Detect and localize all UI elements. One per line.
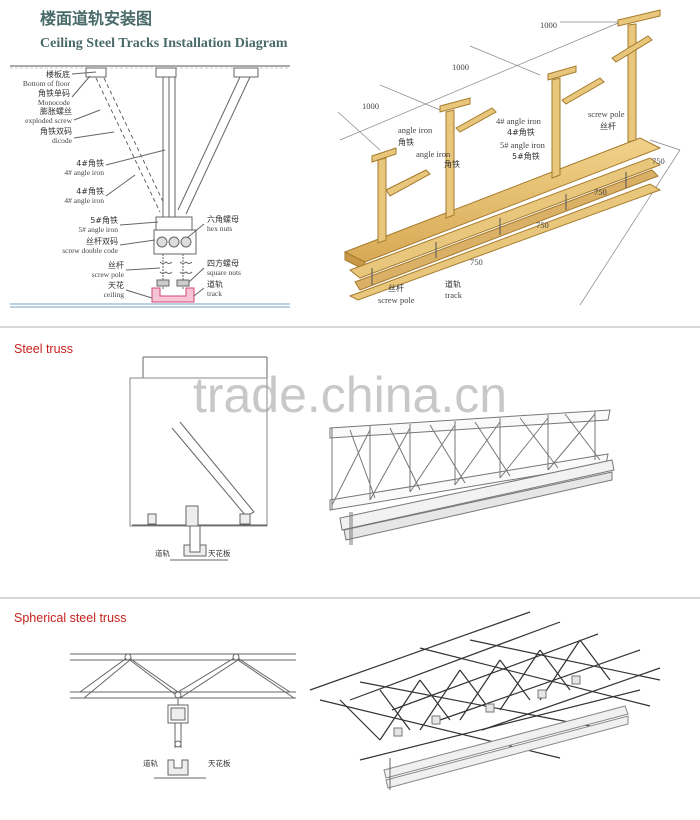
label-4angle-b-zh: 4#角铁 [76, 186, 104, 196]
dim-bottom-1: 750 [652, 156, 665, 166]
iso-angle-iron-1-en: angle iron [398, 125, 433, 135]
section-title-spherical: Spherical steel truss [14, 611, 127, 625]
header-title-zh: 楼面道轨安装图 [40, 9, 152, 28]
label-screw-pole-zh: 丝杆 [108, 260, 124, 270]
iso-track-zh: 道轨 [445, 279, 461, 289]
label-ceiling-en: ceiling [104, 290, 125, 299]
label-floor-en: Bottom of floor [23, 79, 71, 88]
iso-screw-pole-top-en: screw pole [588, 109, 625, 119]
section-title-steel-truss: Steel truss [14, 342, 73, 356]
iso-angle5-zh: 5#角铁 [512, 151, 540, 161]
spherical-truss-perspective [309, 611, 661, 761]
dim-top-2: 1000 [452, 62, 469, 72]
dim-top-1: 1000 [540, 20, 557, 30]
iso-labels: angle iron 角铁 angle iron 角铁 4# angle iro… [378, 109, 625, 305]
iso-screw-pole-top-zh: 丝杆 [600, 121, 616, 131]
label-screw-double-zh: 丝杆双码 [86, 236, 118, 246]
iso-dims: 1000 1000 1000 750 750 750 750 [362, 20, 665, 267]
steel-truss-track-zh: 道轨 [155, 548, 170, 558]
label-track-en: track [207, 289, 222, 298]
label-square-nuts-en: square nuts [207, 268, 241, 277]
label-screw-double-en: screw double code [62, 246, 118, 255]
label-ceiling-zh: 天花 [108, 280, 124, 290]
iso-angle5-en: 5# angle iron [500, 140, 546, 150]
label-5angle-en: 5# angle iron [78, 225, 118, 234]
label-hex-nuts-zh: 六角螺母 [207, 214, 239, 224]
steel-truss-section-drawing [129, 356, 268, 561]
left-section-diagram [10, 65, 290, 308]
iso-angle4-zh: 4#角铁 [507, 127, 535, 137]
iso-angle-iron-1-zh: 角铁 [398, 137, 414, 147]
label-dicode-en: dicode [52, 136, 73, 145]
label-exploded-screw-zh: 膨胀螺丝 [40, 106, 72, 116]
label-hex-nuts-en: hex nuts [207, 224, 232, 233]
dim-bottom-4: 750 [470, 257, 483, 267]
iso-angle-iron-2-en: angle iron [416, 149, 451, 159]
label-4angle-a-zh: 4#角铁 [76, 158, 104, 168]
label-track-zh: 道轨 [207, 279, 223, 289]
left-labels: 楼板底 Bottom of floor 角铁单码 Monocode 膨胀螺丝 e… [23, 69, 241, 299]
label-dicode-zh: 角铁双码 [40, 126, 72, 136]
iso-screw-pole-bottom-zh: 丝杆 [388, 283, 404, 293]
iso-screw-pole-bottom-en: screw pole [378, 295, 415, 305]
label-screw-pole-en: screw pole [92, 270, 125, 279]
steel-truss-perspective [329, 409, 615, 545]
spherical-truss-section-drawing [70, 653, 296, 779]
spherical-ceiling-zh: 天花板 [208, 758, 231, 768]
dim-top-3: 1000 [362, 101, 379, 111]
header-title-en: Ceiling Steel Tracks Installation Diagra… [40, 36, 288, 51]
spherical-track-zh: 道轨 [143, 758, 158, 768]
label-monocode-zh: 角铁单码 [38, 88, 70, 98]
iso-track-en: track [445, 290, 463, 300]
dim-bottom-3: 750 [536, 220, 549, 230]
iso-diagram [337, 9, 681, 306]
iso-angle4-en: 4# angle iron [496, 116, 542, 126]
label-4angle-a-en: 4# angle iron [64, 168, 104, 177]
label-monocode-en: Monocode [38, 98, 71, 107]
label-floor-zh: 楼板底 [46, 69, 70, 79]
label-5angle-zh: 5#角铁 [90, 215, 118, 225]
label-square-nuts-zh: 四方螺母 [207, 258, 239, 268]
spherical-track [383, 705, 629, 790]
steel-truss-ceiling-zh: 天花板 [208, 548, 231, 558]
spherical-hubs [393, 675, 581, 737]
label-exploded-screw-en: exploded screw [25, 116, 72, 125]
iso-angle-iron-2-zh: 角铁 [444, 159, 460, 169]
label-4angle-b-en: 4# angle iron [64, 196, 104, 205]
watermark: trade.china.cn [193, 367, 507, 423]
dim-bottom-2: 750 [594, 187, 607, 197]
